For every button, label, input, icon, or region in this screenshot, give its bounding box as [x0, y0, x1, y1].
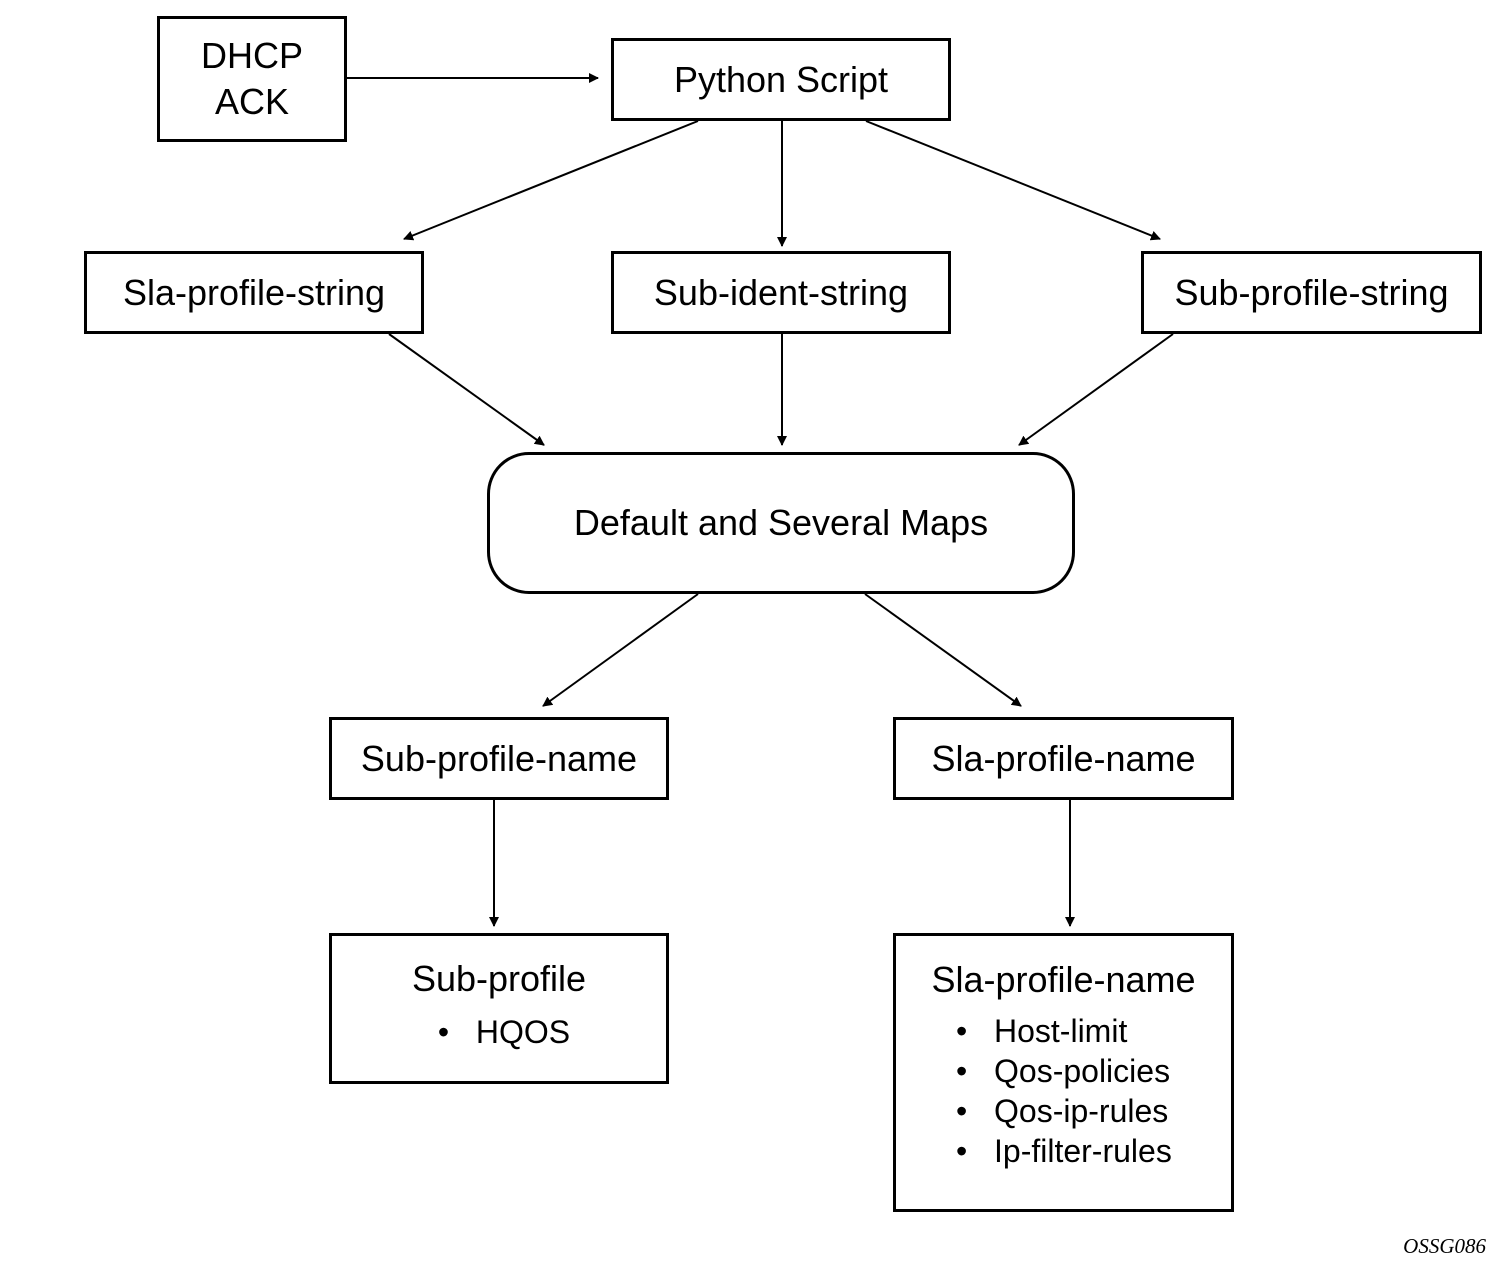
sub-profile-title: Sub-profile [411, 958, 587, 999]
arrow-maps-to-sla-profile-name [864, 593, 1022, 707]
sla-profile-feature-item: Qos-policies [956, 1051, 1172, 1091]
sla-profile-feature-item: Host-limit [956, 1011, 1172, 1051]
arrow-python-to-sub-profile-string [865, 120, 1161, 241]
default-maps-node: Default and Several Maps [487, 452, 1075, 594]
sub-profile-name-node: Sub-profile-name [329, 717, 669, 800]
sla-profile-name-label: Sla-profile-name [931, 737, 1196, 779]
sub-profile-node: Sub-profile HQOS [329, 933, 669, 1084]
default-maps-label: Default and Several Maps [573, 502, 989, 543]
arrow-sla-profile-string-to-maps [388, 333, 545, 446]
arrow-maps-to-sub-profile-name [542, 593, 699, 707]
figure-id: OSSG086 [1403, 1234, 1486, 1258]
arrow-python-to-sla-profile-string [403, 120, 699, 241]
sla-profile-string-node: Sla-profile-string [84, 251, 424, 334]
sub-profile-feature-list: HQOS [438, 1012, 570, 1052]
sla-profile-detail-node: Sla-profile-name Host-limit Qos-policies… [893, 933, 1234, 1212]
sla-profile-feature-list: Host-limit Qos-policies Qos-ip-rules Ip-… [934, 1011, 1172, 1171]
python-script-node: Python Script [611, 38, 951, 121]
sla-profile-string-label: Sla-profile-string [122, 271, 386, 313]
sub-profile-string-node: Sub-profile-string [1141, 251, 1482, 334]
dhcp-ack-node: DHCP ACK [157, 16, 347, 142]
dhcp-ack-line-1: DHCP [200, 35, 303, 76]
sub-profile-name-label: Sub-profile-name [360, 737, 638, 779]
sla-profile-detail-title: Sla-profile-name [931, 959, 1196, 1000]
sub-profile-string-label: Sub-profile-string [1174, 271, 1449, 313]
python-script-label: Python Script [673, 58, 889, 100]
sla-profile-feature-item: Qos-ip-rules [956, 1091, 1172, 1131]
sla-profile-feature-item: Ip-filter-rules [956, 1131, 1172, 1171]
sub-ident-string-node: Sub-ident-string [611, 251, 951, 334]
arrow-sub-profile-string-to-maps [1018, 333, 1174, 446]
sla-profile-name-node: Sla-profile-name [893, 717, 1234, 800]
sub-ident-string-label: Sub-ident-string [653, 271, 909, 313]
dhcp-ack-line-2: ACK [214, 81, 290, 122]
sub-profile-feature-item: HQOS [438, 1012, 570, 1052]
